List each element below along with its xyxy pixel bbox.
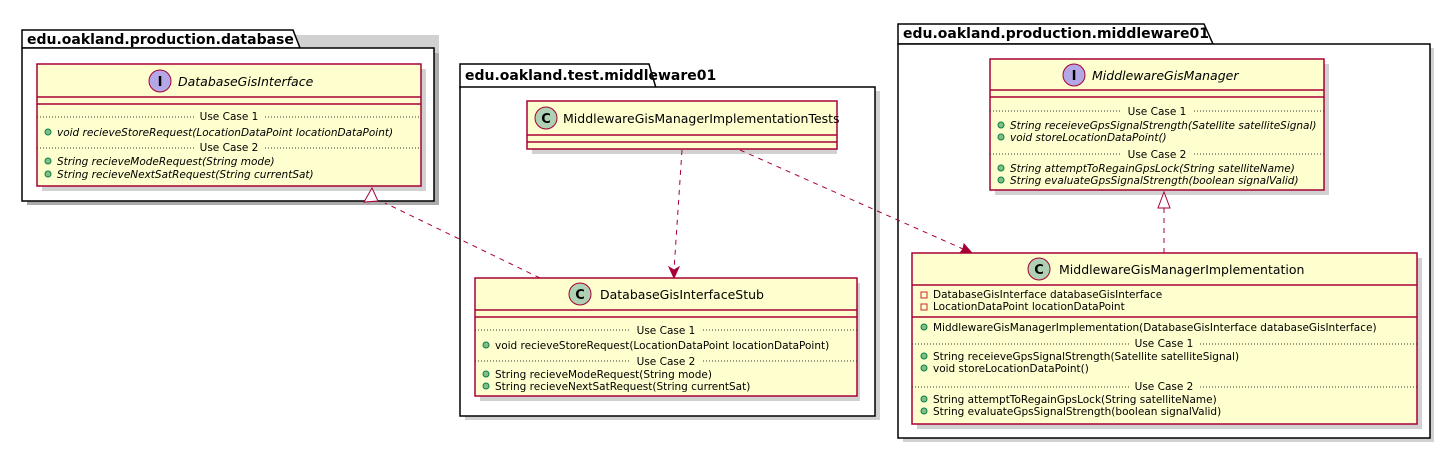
field: LocationDataPoint locationDataPoint <box>933 301 1125 313</box>
method: String evaluateGpsSignalStrength(boolean… <box>1010 175 1299 187</box>
section-label: Use Case 2 <box>200 142 259 154</box>
public-method-icon <box>44 170 52 178</box>
public-method-icon <box>920 407 928 415</box>
method: String receieveGpsSignalStrength(Satelli… <box>1010 120 1317 132</box>
section-label: Use Case 1 <box>1128 106 1187 118</box>
realization-arrowhead <box>363 186 379 203</box>
class-name: MiddlewareGisManagerImplementation <box>1059 262 1304 277</box>
class-database-gis-interface-stub: C DatabaseGisInterfaceStub Use Case 1 vo… <box>474 277 860 401</box>
package-database-title: edu.oakland.production.database <box>27 32 294 48</box>
public-method-icon <box>997 176 1005 184</box>
class-manager-implementation-tests: C MiddlewareGisManagerImplementationTest… <box>526 100 840 154</box>
package-test-title: edu.oakland.test.middleware01 <box>465 68 716 84</box>
realization-impl-to-manager <box>1157 190 1171 253</box>
section-label: Use Case 2 <box>1135 381 1194 393</box>
dependency-tests-to-stub <box>667 149 683 280</box>
field: DatabaseGisInterface databaseGisInterfac… <box>933 289 1162 301</box>
public-method-icon <box>482 370 490 378</box>
section-label: Use Case 1 <box>200 111 259 123</box>
svg-text:C: C <box>541 112 551 127</box>
method: void recieveStoreRequest(LocationDataPoi… <box>495 340 829 352</box>
svg-text:I: I <box>158 75 163 90</box>
class-badge-icon <box>534 106 558 130</box>
public-method-icon <box>997 121 1005 129</box>
realization-stub-to-database-interface <box>363 186 541 279</box>
public-method-icon <box>920 352 928 360</box>
class-name: DatabaseGisInterfaceStub <box>600 287 764 302</box>
method: void storeLocationDataPoint() <box>1010 132 1167 144</box>
dependency-arrowhead <box>667 265 681 280</box>
public-method-icon <box>44 157 52 165</box>
public-method-icon <box>997 164 1005 172</box>
section-label: Use Case 1 <box>637 325 696 337</box>
method: String recieveModeRequest(String mode) <box>495 369 712 381</box>
dependency-arrowhead <box>959 242 974 254</box>
realization-arrowhead <box>1157 190 1171 209</box>
section-label: Use Case 2 <box>1128 149 1187 161</box>
class-database-gis-interface: I DatabaseGisInterface Use Case 1 void r… <box>36 63 426 191</box>
method: String attemptToRegainGpsLock(String sat… <box>933 394 1217 406</box>
class-name: DatabaseGisInterface <box>178 74 314 89</box>
section-label: Use Case 1 <box>1135 338 1194 350</box>
constructor: MiddlewareGisManagerImplementation(Datab… <box>933 322 1377 334</box>
method: void recieveStoreRequest(LocationDataPoi… <box>57 127 393 139</box>
public-method-icon <box>44 128 52 136</box>
method: String receieveGpsSignalStrength(Satelli… <box>933 351 1239 363</box>
section-label: Use Case 2 <box>637 356 696 368</box>
method: String recieveModeRequest(String mode) <box>57 156 275 168</box>
method: String evaluateGpsSignalStrength(boolean… <box>933 406 1221 418</box>
public-method-icon <box>920 364 928 372</box>
public-method-icon <box>482 382 490 390</box>
svg-text:C: C <box>1034 263 1044 278</box>
dependency-tests-to-implementation <box>739 149 974 254</box>
public-method-icon <box>920 395 928 403</box>
class-name: MiddlewareGisManagerImplementationTests <box>563 111 840 126</box>
package-middleware-title: edu.oakland.production.middleware01 <box>903 26 1209 42</box>
class-name: MiddlewareGisManager <box>1092 68 1239 83</box>
class-badge-icon <box>1027 257 1051 281</box>
public-method-icon <box>482 341 490 349</box>
svg-text:I: I <box>1072 69 1077 84</box>
method: void storeLocationDataPoint() <box>933 363 1089 375</box>
method: String recieveNextSatRequest(String curr… <box>495 381 750 393</box>
interface-badge-icon <box>148 69 172 93</box>
interface-badge-icon <box>1062 63 1086 87</box>
method: String recieveNextSatRequest(String curr… <box>57 169 314 181</box>
svg-text:C: C <box>575 288 585 303</box>
public-method-icon <box>997 133 1005 141</box>
method: String attemptToRegainGpsLock(String sat… <box>1010 163 1295 175</box>
class-middleware-gis-manager-implementation: C MiddlewareGisManagerImplementation Dat… <box>911 252 1422 429</box>
private-field-icon <box>920 291 928 299</box>
class-badge-icon <box>568 282 592 306</box>
private-field-icon <box>920 303 928 311</box>
public-method-icon <box>920 323 928 331</box>
class-middleware-gis-manager: I MiddlewareGisManager Use Case 1 String… <box>989 58 1329 195</box>
